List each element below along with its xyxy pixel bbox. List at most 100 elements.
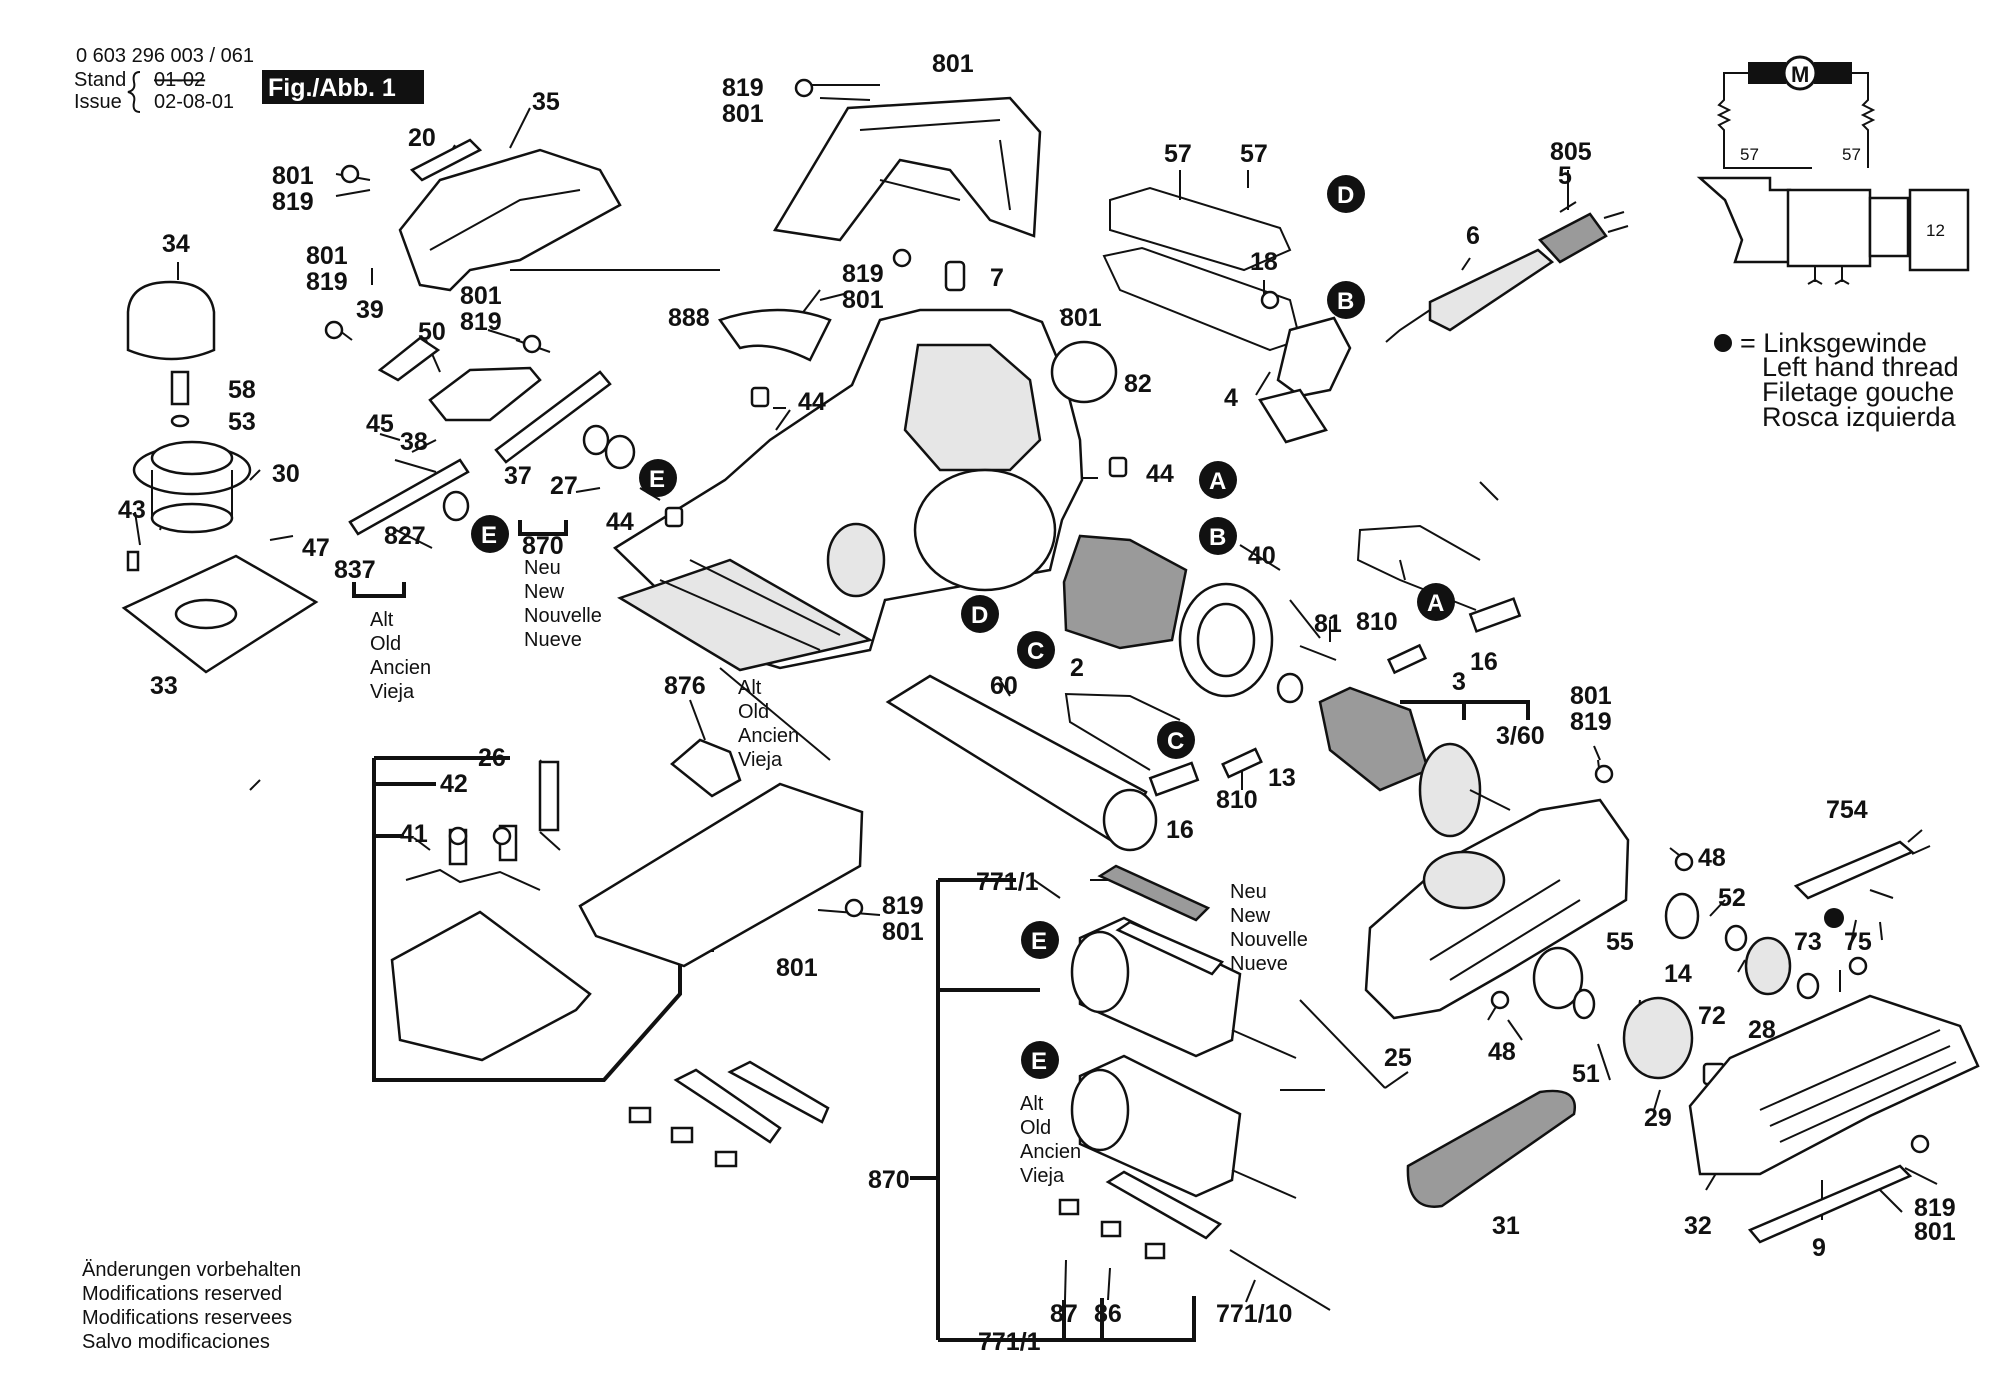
left-thread-dot-icon <box>1824 908 1844 928</box>
callout-badges: D B A B D C A C E E E E <box>471 175 1455 1079</box>
part-label: 48 <box>1488 1038 1516 1066</box>
stand-value: 01-02 <box>154 69 205 91</box>
new-note-1d: Nueve <box>524 629 582 651</box>
part-label: 810 <box>1216 786 1258 814</box>
part-label: 801 <box>842 286 884 314</box>
part-label: 801 <box>1570 682 1612 710</box>
part-label: 33 <box>150 672 178 700</box>
issue-label: Issue <box>74 91 122 113</box>
footer-line-3: Modifications reservees <box>82 1307 292 1329</box>
badge-e-drum-lower: E <box>1021 1041 1059 1079</box>
issue-value: 02-08-01 <box>154 91 234 113</box>
badge-e-drum-upper: E <box>1021 921 1059 959</box>
variant-notes: Alt Old Ancien Vieja Neu New Nouvelle Nu… <box>370 557 1308 1187</box>
old-note-1b: Old <box>370 633 401 655</box>
part-label: 801 <box>272 162 314 190</box>
part-label: 20 <box>408 124 436 152</box>
part-label: 819 <box>460 308 502 336</box>
part-label: 827 <box>384 522 426 550</box>
part-label: 40 <box>1248 542 1276 570</box>
plate-37 <box>494 370 612 464</box>
badge-a-clip: A <box>1417 583 1455 621</box>
part-label: 819 <box>1914 1194 1956 1222</box>
label-888 <box>717 308 832 362</box>
motor-coil-left <box>1748 62 1786 84</box>
blade-strip-upper <box>1097 864 1211 922</box>
part-label: 6 <box>1466 222 1480 250</box>
part-label: 870 <box>868 1166 910 1194</box>
part-label: 37 <box>504 462 532 490</box>
wire-label-left: 57 <box>1740 145 1759 164</box>
pulley-14 <box>1664 892 1700 940</box>
svg-text:C: C <box>1027 638 1044 665</box>
nut-44c <box>664 506 684 528</box>
cable-sleeve <box>1428 248 1555 332</box>
part-label: 48 <box>1698 844 1726 872</box>
svg-text:A: A <box>1427 590 1444 617</box>
housing-base-flange <box>617 558 874 672</box>
label-plate <box>409 138 483 182</box>
belt-cover-rear <box>398 148 622 292</box>
part-label: 75 <box>1844 928 1872 956</box>
badge-b-stator: B <box>1199 517 1237 555</box>
blade-strip-low <box>1105 1170 1223 1240</box>
switch-box <box>1908 188 1970 272</box>
old-note-1a: Alt <box>370 609 394 631</box>
part-label: 27 <box>550 472 578 500</box>
document-header: 0 603 296 003 / 061 Stand Issue 01-02 02… <box>74 45 424 113</box>
legend-line-4: Rosca izquierda <box>1762 402 1957 432</box>
footer-line-2: Modifications reserved <box>82 1283 282 1305</box>
wire-81 <box>1299 645 1337 661</box>
part-label: 801 <box>306 242 348 270</box>
part-label: 87 <box>1050 1300 1078 1328</box>
handle-cover <box>772 96 1042 242</box>
thread-legend: = Linksgewinde Left hand thread Filetage… <box>1714 328 1959 432</box>
part-label: 47 <box>302 534 330 562</box>
screw-58 <box>170 370 190 406</box>
pulley-55 <box>1532 946 1584 1010</box>
nut-44a <box>750 386 770 408</box>
part-label: 754 <box>1826 796 1868 824</box>
badge-a-housing: A <box>1199 461 1237 499</box>
bearing-827 <box>442 490 470 522</box>
switch-body <box>1696 176 1792 264</box>
switch-terminals <box>1807 266 1850 285</box>
badge-c-stator: C <box>1017 631 1055 669</box>
footer-notes: Änderungen vorbehalten Modifications res… <box>82 1259 301 1353</box>
nut-73 <box>1796 972 1820 1000</box>
new-note-1a: Neu <box>524 557 561 579</box>
wire-right <box>1852 72 1876 168</box>
dust-tube <box>885 674 1148 848</box>
part-label: 4 <box>1224 384 1238 412</box>
part-label: 16 <box>1166 816 1194 844</box>
svg-text:A: A <box>1209 468 1226 495</box>
strip-9 <box>1747 1164 1913 1244</box>
part-label: 771/1 <box>976 868 1039 896</box>
bracket-38 <box>428 366 542 422</box>
part-label: 86 <box>1094 1300 1122 1328</box>
belt-cover-32 <box>1688 994 1980 1176</box>
part-label: 801 <box>1060 304 1102 332</box>
part-label: 3 <box>1452 668 1466 696</box>
old-note-2b: Old <box>738 701 769 723</box>
shoe-plate <box>578 782 864 968</box>
part-label: 39 <box>356 296 384 324</box>
washer-51 <box>1572 988 1596 1020</box>
document-number: 0 603 296 003 / 061 <box>76 45 254 67</box>
bearing-27b <box>604 434 636 470</box>
part-label: 32 <box>1684 1212 1712 1240</box>
switch-box-label: 12 <box>1926 221 1945 240</box>
disc-82 <box>1050 340 1118 404</box>
part-label: 801 <box>882 918 924 946</box>
bearing-13 <box>1276 672 1304 704</box>
part-label: 55 <box>1606 928 1634 956</box>
part-label: 819 <box>272 188 314 216</box>
badge-b-top: B <box>1327 281 1365 319</box>
badge-e-bearing-827: E <box>471 515 509 553</box>
old-note-3d: Vieja <box>1020 1165 1065 1187</box>
legend-line-1: = Linksgewinde <box>1740 328 1927 358</box>
blade-clamp-a <box>673 1068 782 1144</box>
pulley-29 <box>1622 996 1694 1080</box>
part-label: 801 <box>1914 1218 1956 1246</box>
part-label: 31 <box>1492 1212 1520 1240</box>
